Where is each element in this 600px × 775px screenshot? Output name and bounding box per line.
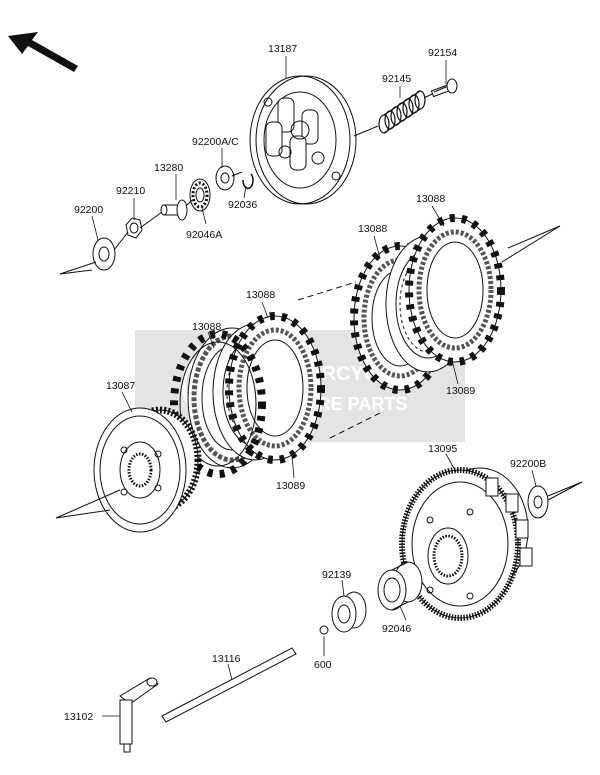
front-direction-arrow-icon	[8, 32, 78, 72]
needle-bearing-92046	[377, 561, 423, 611]
push-rod-piece-13280	[160, 199, 188, 221]
release-lever-13102	[119, 677, 159, 753]
part-labels: 13187 92154 92145 92200A/C 13280 92210 9…	[64, 43, 546, 723]
label-13088-d: 13088	[192, 321, 221, 333]
label-13089-a: 13089	[446, 385, 475, 397]
label-92139: 92139	[322, 569, 351, 581]
nut-92210	[125, 217, 143, 239]
steel-ball-600	[319, 625, 329, 635]
push-rod-13116	[161, 647, 297, 723]
pressure-plate-13187	[249, 75, 357, 205]
axis-lines-upper	[59, 93, 433, 275]
label-92200: 92200	[74, 204, 103, 216]
label-600: 600	[314, 659, 332, 671]
washer-92200AC	[215, 165, 235, 191]
label-92145: 92145	[382, 73, 411, 85]
label-13088-a: 13088	[416, 193, 445, 205]
label-92036: 92036	[228, 199, 257, 211]
label-92046a: 92046A	[186, 229, 222, 241]
washer-92200	[92, 237, 116, 271]
friction-plate-13088-front	[170, 330, 266, 478]
clutch-spring-92145	[378, 90, 426, 134]
friction-plate-13088-right-rear	[405, 214, 505, 366]
circlip-92036	[242, 173, 254, 190]
label-13088-c: 13088	[246, 289, 275, 301]
label-13087: 13087	[106, 380, 135, 392]
label-92200b: 92200B	[510, 458, 546, 470]
label-13116: 13116	[212, 653, 241, 665]
bearing-92046A	[189, 178, 211, 212]
axis-lines-hub	[547, 481, 583, 501]
axis-lines-housing	[55, 489, 121, 519]
clutch-housing-13087	[93, 406, 202, 533]
label-13088-b: 13088	[358, 223, 387, 235]
washer-92200B	[527, 485, 549, 519]
label-92154: 92154	[428, 47, 457, 59]
label-13095: 13095	[428, 443, 457, 455]
bolt-92154	[430, 78, 458, 98]
label-13280: 13280	[154, 162, 183, 174]
friction-plate-13088-left	[225, 312, 325, 464]
label-92046: 92046	[382, 623, 411, 635]
leader-lines	[91, 56, 537, 717]
label-92210: 92210	[116, 185, 145, 197]
label-13102: 13102	[64, 711, 93, 723]
label-13187: 13187	[268, 43, 297, 55]
axis-lines-plates	[297, 225, 561, 439]
clutch-hub-13095	[399, 467, 533, 621]
label-92200ac: 92200A/C	[192, 136, 239, 148]
sleeve-92139	[331, 591, 367, 633]
label-13089-b: 13089	[276, 480, 305, 492]
